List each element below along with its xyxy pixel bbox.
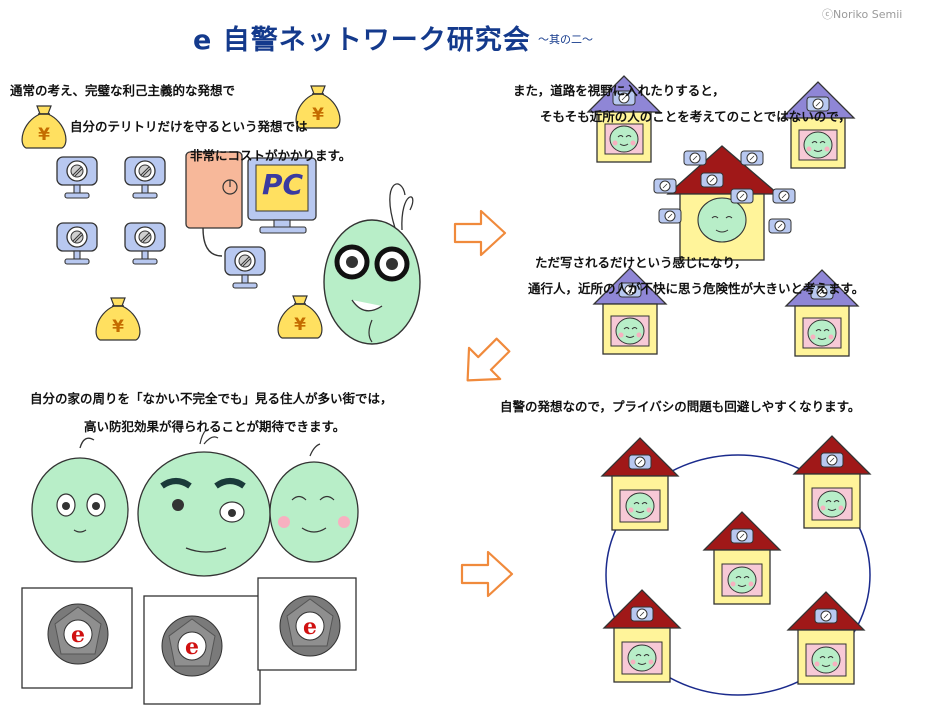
security-camera-icon: [56, 222, 98, 265]
house-icon: [794, 436, 870, 528]
pc-icon: [185, 151, 317, 257]
page-title: e 自警ネットワーク研究会: [193, 25, 531, 56]
top-right-scene: [588, 76, 858, 356]
bottom-left-line-2: 高い防犯効果が得られることが期待できます。: [84, 419, 346, 434]
bottom-left-scene: [21, 429, 359, 705]
money-bag-icon: [277, 295, 323, 339]
top-right-line-1: また，道路を視野に入れたりすると，: [513, 83, 725, 98]
money-bag-icon: [95, 297, 141, 341]
top-left-line-1: 通常の考え、完璧な利己主義的な発想で: [10, 83, 236, 98]
house-icon: [602, 438, 678, 530]
house-icon: [788, 592, 864, 684]
security-camera-icon: [124, 222, 166, 265]
top-left-scene: [21, 85, 421, 345]
copyright-credit: ⓒNoriko Semii: [822, 8, 903, 21]
e-logo-icon: [161, 615, 223, 677]
bottom-left-line-1: 自分の家の周りを「なかい不完全でも」見る住人が多い街では，: [30, 391, 393, 406]
pc-label: PC: [262, 168, 304, 201]
money-bag-icon: [21, 105, 67, 149]
sign-right: [257, 577, 357, 671]
arrow-icon: [460, 550, 514, 598]
top-right-line-3: ただ写されるだけという感じになり，: [535, 255, 747, 270]
sign-middle: [143, 595, 261, 705]
top-right-line-4: 通行人，近所の人が不快に思う危険性が大きいと考えます。: [528, 281, 865, 296]
house-icon: [782, 82, 854, 168]
house-icon: [604, 590, 680, 682]
top-left-line-2: 自分のテリトリだけを守るという発想では: [70, 119, 308, 134]
house-icon: [653, 145, 796, 261]
bottom-right-line-1: 自警の発想なので，プライバシの問題も回避しやすくなります。: [500, 399, 861, 414]
house-icon: [704, 512, 780, 604]
arrow-icon: [450, 328, 520, 398]
e-logo-icon: [47, 603, 109, 665]
top-left-line-3: 非常にコストがかかります。: [190, 148, 352, 163]
bottom-right-scene: [602, 436, 871, 696]
top-right-line-2: そもそも近所の人のことを考えてのことではないので，: [540, 109, 851, 124]
e-logo-icon: [279, 595, 341, 657]
binocular-character: [323, 183, 421, 345]
sign-left: [21, 587, 133, 689]
security-camera-icon: [124, 156, 166, 199]
page-subtitle: ～其の二～: [538, 33, 593, 46]
security-camera-icon: [224, 246, 266, 289]
arrow-icon: [453, 209, 507, 257]
security-camera-icon: [56, 156, 98, 199]
